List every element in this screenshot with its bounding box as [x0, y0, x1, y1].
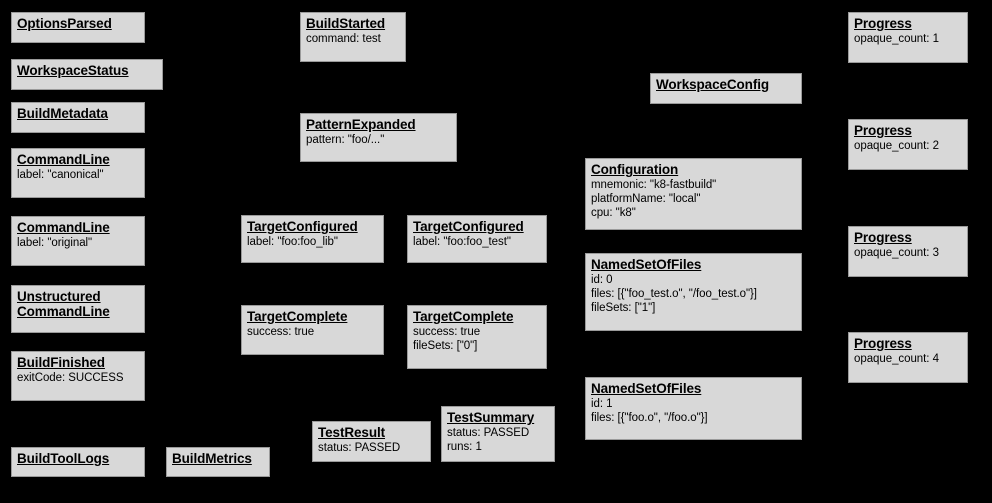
node-fields: mnemonic: "k8-fastbuild" platformName: "…	[591, 179, 717, 219]
node-progress-4[interactable]: Progress opaque_count: 4	[848, 332, 968, 383]
node-unstructured-command-line[interactable]: Unstructured CommandLine	[11, 285, 145, 333]
node-title: BuildStarted	[306, 16, 386, 31]
node-fields: opaque_count: 1	[854, 33, 939, 45]
node-title: OptionsParsed	[17, 16, 112, 31]
node-title: Progress	[854, 336, 912, 351]
node-title: Progress	[854, 16, 912, 31]
node-title: Progress	[854, 230, 912, 245]
node-build-metadata[interactable]: BuildMetadata	[11, 102, 145, 133]
node-build-tool-logs[interactable]: BuildToolLogs	[11, 447, 145, 477]
node-fields: label: "foo:foo_lib"	[247, 236, 338, 248]
node-target-configured-test[interactable]: TargetConfigured label: "foo:foo_test"	[407, 215, 547, 263]
node-build-metrics[interactable]: BuildMetrics	[166, 447, 270, 477]
node-title: WorkspaceStatus	[17, 63, 129, 78]
node-title: PatternExpanded	[306, 117, 416, 132]
node-title: BuildFinished	[17, 355, 105, 370]
node-fields: label: "foo:foo_test"	[413, 236, 511, 248]
node-fields: label: "canonical"	[17, 169, 104, 181]
node-target-complete-lib[interactable]: TargetComplete success: true	[241, 305, 384, 355]
node-workspace-config[interactable]: WorkspaceConfig	[650, 73, 802, 104]
node-title: NamedSetOfFiles	[591, 257, 702, 272]
node-title: WorkspaceConfig	[656, 77, 770, 92]
node-fields: id: 0 files: [{"foo_test.o", "/foo_test.…	[591, 274, 757, 314]
node-title: Configuration	[591, 162, 679, 177]
node-title: TargetConfigured	[413, 219, 524, 234]
node-fields: exitCode: SUCCESS	[17, 372, 124, 384]
node-progress-3[interactable]: Progress opaque_count: 3	[848, 226, 968, 277]
node-target-configured-lib[interactable]: TargetConfigured label: "foo:foo_lib"	[241, 215, 384, 263]
node-title: TargetComplete	[413, 309, 514, 324]
node-fields: command: test	[306, 33, 381, 45]
node-title: TestSummary	[447, 410, 535, 425]
node-command-line-original[interactable]: CommandLine label: "original"	[11, 216, 145, 266]
node-title: BuildMetrics	[172, 451, 252, 466]
node-build-started[interactable]: BuildStarted command: test	[300, 12, 406, 62]
node-title: Progress	[854, 123, 912, 138]
node-fields: success: true	[247, 326, 315, 338]
node-test-result[interactable]: TestResult status: PASSED	[312, 421, 431, 462]
node-fields: id: 1 files: [{"foo.o", "/foo.o"}]	[591, 398, 708, 424]
node-fields: opaque_count: 3	[854, 247, 939, 259]
node-pattern-expanded[interactable]: PatternExpanded pattern: "foo/..."	[300, 113, 457, 162]
node-fields: status: PASSED	[318, 442, 401, 454]
node-fields: opaque_count: 4	[854, 353, 939, 365]
node-title: NamedSetOfFiles	[591, 381, 702, 396]
node-title: TargetComplete	[247, 309, 348, 324]
node-build-finished[interactable]: BuildFinished exitCode: SUCCESS	[11, 351, 145, 401]
node-title: TargetConfigured	[247, 219, 358, 234]
node-named-set-of-files-1[interactable]: NamedSetOfFiles id: 1 files: [{"foo.o", "…	[585, 377, 802, 440]
node-title: BuildMetadata	[17, 106, 108, 121]
node-fields: label: "original"	[17, 237, 93, 249]
node-fields: opaque_count: 2	[854, 140, 939, 152]
node-title: TestResult	[318, 425, 386, 440]
node-title: CommandLine	[17, 152, 110, 167]
node-progress-2[interactable]: Progress opaque_count: 2	[848, 119, 968, 170]
node-test-summary[interactable]: TestSummary status: PASSED runs: 1	[441, 406, 555, 462]
node-named-set-of-files-0[interactable]: NamedSetOfFiles id: 0 files: [{"foo_test.…	[585, 253, 802, 331]
node-title: BuildToolLogs	[17, 451, 110, 466]
node-fields: pattern: "foo/..."	[306, 134, 385, 146]
node-title: Unstructured CommandLine	[17, 289, 110, 319]
node-target-complete-test[interactable]: TargetComplete success: true fileSets: ["…	[407, 305, 547, 369]
node-progress-1[interactable]: Progress opaque_count: 1	[848, 12, 968, 63]
node-options-parsed[interactable]: OptionsParsed	[11, 12, 145, 43]
node-configuration[interactable]: Configuration mnemonic: "k8-fastbuild" pl…	[585, 158, 802, 230]
node-fields: status: PASSED runs: 1	[447, 427, 530, 453]
node-title: CommandLine	[17, 220, 110, 235]
node-workspace-status[interactable]: WorkspaceStatus	[11, 59, 163, 90]
node-fields: success: true fileSets: ["0"]	[413, 326, 481, 352]
node-command-line-canonical[interactable]: CommandLine label: "canonical"	[11, 148, 145, 198]
